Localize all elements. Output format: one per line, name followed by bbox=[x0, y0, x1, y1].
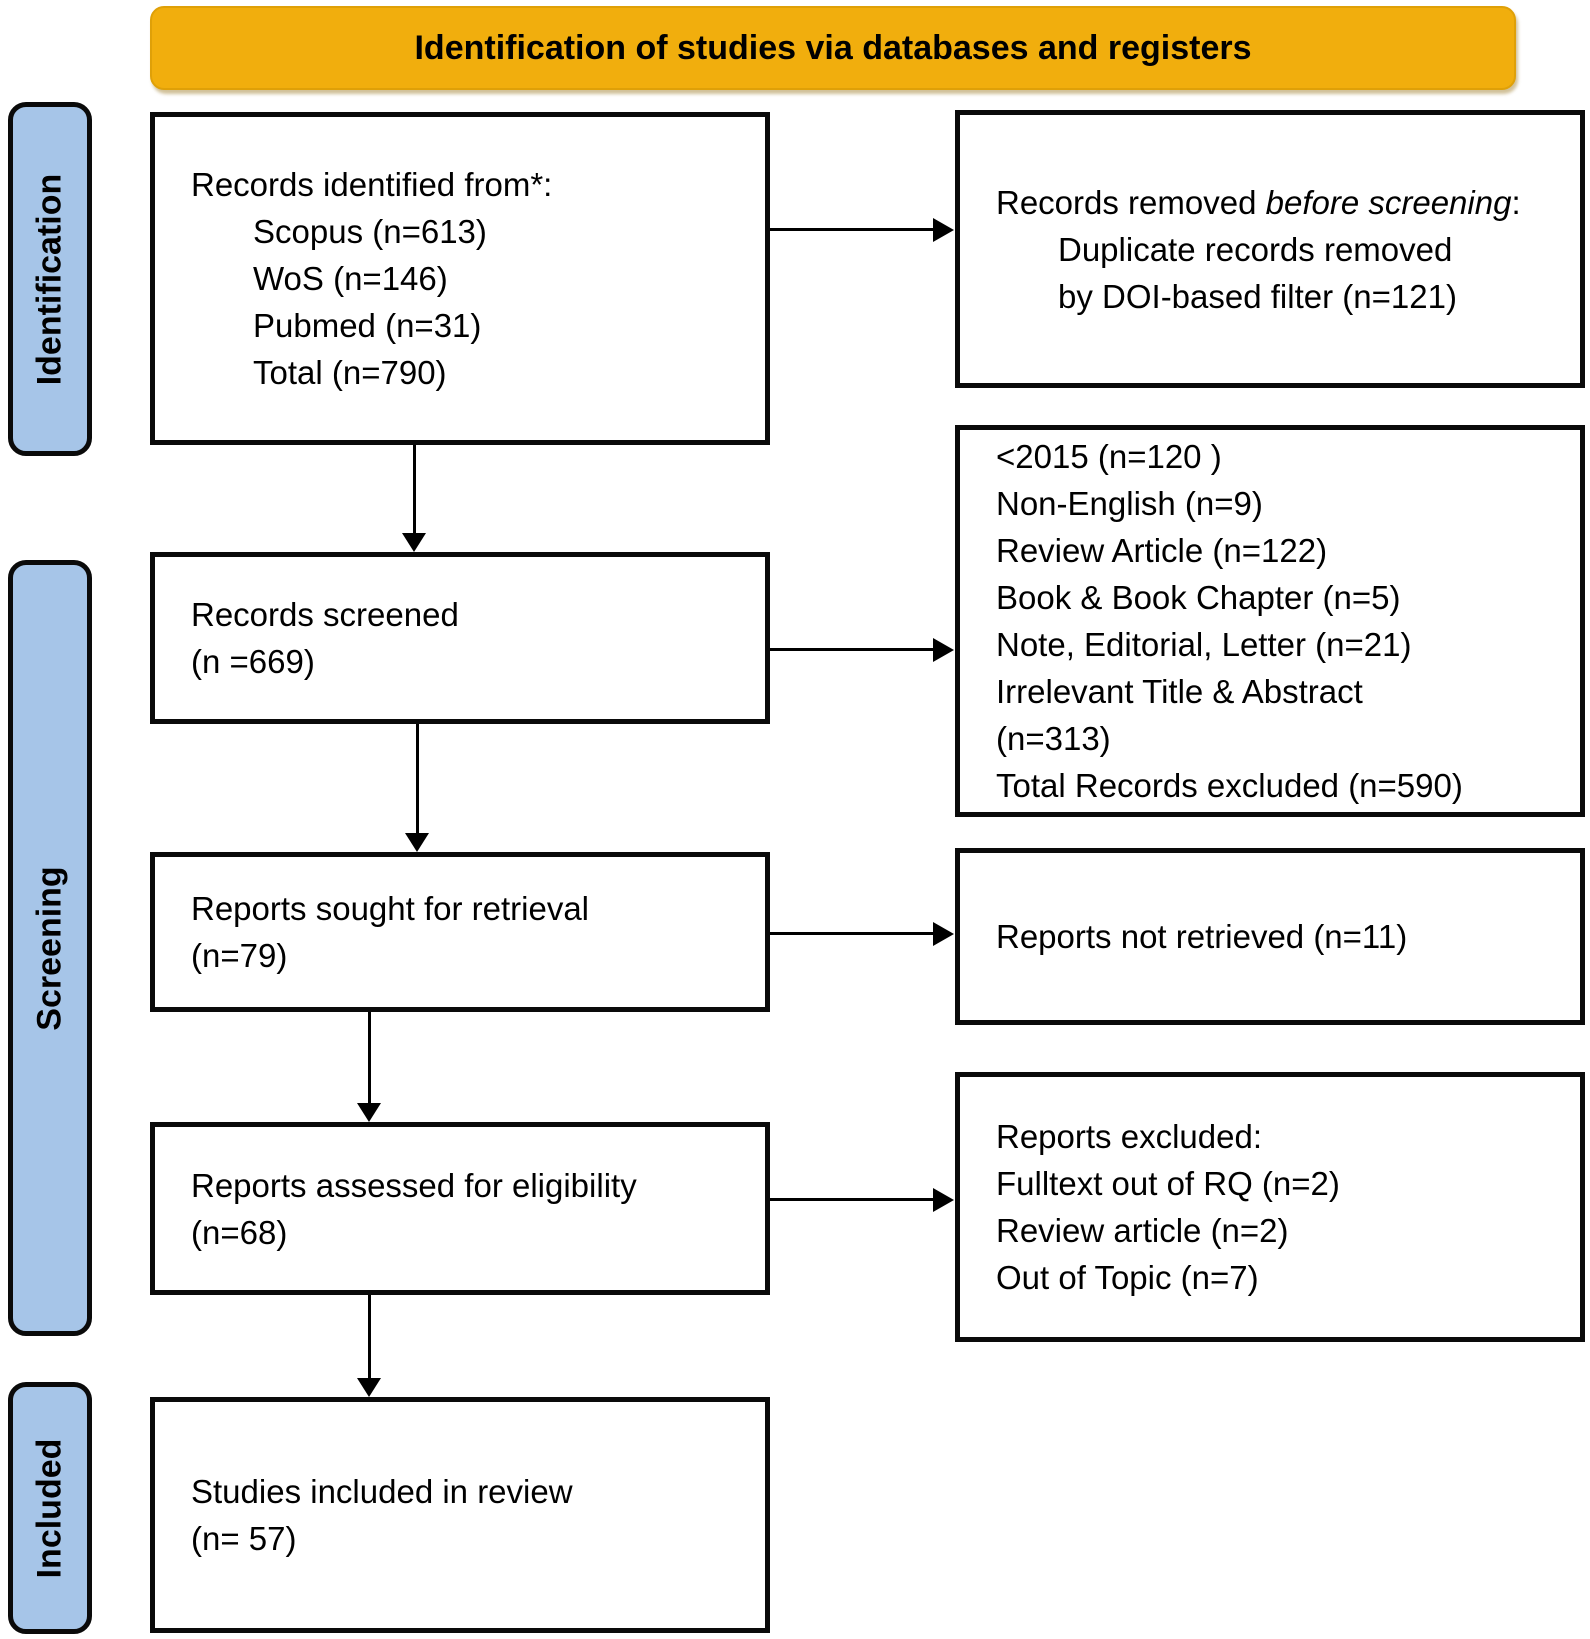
box-records-screened: Records screened (n =669) bbox=[150, 552, 770, 724]
text-line: (n=313) bbox=[996, 720, 1111, 757]
text-line: by DOI-based filter (n=121) bbox=[1058, 277, 1457, 315]
arrowhead-down-icon bbox=[357, 1103, 381, 1122]
arrowhead-down-icon bbox=[405, 833, 429, 852]
text-line: Irrelevant Title & Abstract bbox=[996, 673, 1363, 710]
page-title: Identification of studies via databases … bbox=[414, 28, 1252, 67]
text-line: Scopus (n=613) bbox=[253, 213, 487, 250]
arrow-shaft bbox=[770, 648, 934, 651]
text-line: Reports excluded: bbox=[996, 1118, 1262, 1155]
stage-label-identification: Identification bbox=[8, 102, 92, 456]
arrowhead-right-icon bbox=[933, 638, 954, 662]
text-line: <2015 (n=120 ) bbox=[996, 438, 1222, 475]
arrow-shaft bbox=[770, 932, 934, 935]
arrowhead-right-icon bbox=[933, 1188, 954, 1212]
arrow-shaft bbox=[770, 1198, 934, 1201]
text-line: Book & Book Chapter (n=5) bbox=[996, 579, 1401, 616]
box-studies-included: Studies included in review (n= 57) bbox=[150, 1397, 770, 1633]
text-segment: : bbox=[1511, 183, 1521, 221]
text-line: Total (n=790) bbox=[253, 354, 447, 391]
box-records-identified: Records identified from*: Scopus (n=613)… bbox=[150, 112, 770, 445]
text-segment: Records removed bbox=[996, 183, 1266, 221]
text-segment-italic: before screening bbox=[1265, 183, 1512, 221]
stage-label-text: Identification bbox=[30, 173, 69, 385]
text-line: Fulltext out of RQ (n=2) bbox=[996, 1165, 1340, 1202]
text-line: Reports sought for retrieval bbox=[191, 890, 590, 927]
box-records-excluded-reasons: <2015 (n=120 ) Non-English (n=9) Review … bbox=[955, 425, 1585, 817]
text-line: WoS (n=146) bbox=[253, 260, 448, 297]
text-line: Records removed before screening: bbox=[996, 179, 1566, 226]
box-reports-assessed: Reports assessed for eligibility (n=68) bbox=[150, 1122, 770, 1295]
text-line: Records screened bbox=[191, 596, 459, 633]
stage-label-included: Included bbox=[8, 1382, 92, 1634]
text-line: (n =669) bbox=[191, 643, 315, 680]
box-reports-sought: Reports sought for retrieval (n=79) bbox=[150, 852, 770, 1012]
arrow-shaft bbox=[416, 724, 419, 834]
box-records-removed-before-screening: Records removed before screening: Duplic… bbox=[955, 110, 1585, 388]
box-reports-not-retrieved: Reports not retrieved (n=11) bbox=[955, 848, 1585, 1025]
text-line: Out of Topic (n=7) bbox=[996, 1259, 1259, 1296]
text-line: (n=68) bbox=[191, 1213, 288, 1251]
text-line: (n=79) bbox=[191, 937, 288, 974]
arrowhead-right-icon bbox=[933, 922, 954, 946]
text-line: (n= 57) bbox=[191, 1520, 297, 1557]
arrow-shaft bbox=[413, 445, 416, 534]
stage-label-text: Included bbox=[30, 1438, 69, 1578]
arrow-shaft bbox=[368, 1012, 371, 1104]
arrow-shaft bbox=[368, 1295, 371, 1379]
text-line: Reports not retrieved (n=11) bbox=[996, 918, 1408, 955]
text-line: Non-English (n=9) bbox=[996, 485, 1263, 522]
text-line: Records identified from*: bbox=[191, 166, 553, 203]
header-banner: Identification of studies via databases … bbox=[150, 6, 1516, 90]
text-line: Studies included in review bbox=[191, 1473, 573, 1510]
stage-label-text: Screening bbox=[30, 865, 69, 1031]
text-line: Note, Editorial, Letter (n=21) bbox=[996, 626, 1412, 663]
arrowhead-down-icon bbox=[402, 533, 426, 552]
box-reports-excluded: Reports excluded: Fulltext out of RQ (n=… bbox=[955, 1072, 1585, 1342]
arrow-shaft bbox=[770, 228, 934, 231]
text-line: Pubmed (n=31) bbox=[253, 307, 482, 344]
text-line: Reports assessed for eligibility bbox=[191, 1166, 637, 1204]
arrowhead-down-icon bbox=[357, 1378, 381, 1397]
stage-label-screening: Screening bbox=[8, 560, 92, 1336]
text-line: Review article (n=2) bbox=[996, 1212, 1289, 1249]
text-line: Duplicate records removed bbox=[1058, 230, 1453, 268]
text-line: Total Records excluded (n=590) bbox=[996, 767, 1463, 804]
arrowhead-right-icon bbox=[933, 218, 954, 242]
text-line: Review Article (n=122) bbox=[996, 532, 1328, 569]
